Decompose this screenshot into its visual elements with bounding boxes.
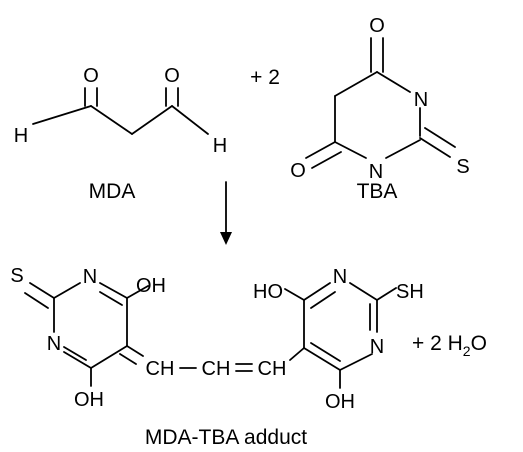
tba-sulfur: S	[456, 156, 469, 178]
left-ring-bond-n-top-c4-double	[99, 291, 123, 306]
bridge-ch-1: CH	[146, 358, 175, 380]
mda-oxygen-2: O	[164, 65, 180, 87]
left-ring-bond-c2-s	[29, 282, 55, 299]
right-ring-bond-n-right-c6	[339, 353, 373, 371]
left-ring-bond-c6-n-left	[63, 351, 92, 369]
tba-bond-c2-s-double	[424, 127, 456, 148]
water-subscript: 2	[463, 343, 471, 359]
mda-bond-c1-c2	[90, 105, 133, 135]
product-label: MDA-TBA adduct	[145, 426, 307, 449]
right-ring-hydroxyl-bottom: OH	[325, 391, 355, 413]
right-ring-bond-c2-sh	[376, 287, 397, 301]
left-ring-bond-c6-n-left-double	[63, 346, 87, 361]
bridge-ch-2: CH	[202, 358, 231, 380]
left-ring-bond-c4-oh	[126, 285, 149, 299]
tba-label: TBA	[357, 180, 398, 203]
product-right-ring: HO N SH N OH	[253, 266, 424, 413]
tba-oxygen-top: O	[369, 15, 385, 37]
mda-label: MDA	[89, 180, 136, 203]
right-ring-bond-ch-c5	[289, 347, 305, 361]
tba-structure: O N S N O TBA	[290, 15, 469, 203]
reaction-arrow	[220, 181, 232, 245]
tba-nitrogen-right: N	[414, 89, 428, 111]
right-ring-bond-c6-c5-double	[310, 342, 341, 362]
left-ring-nitrogen-left: N	[47, 333, 61, 355]
mda-bond-c3-h2	[171, 105, 209, 135]
product-methine-bridge: CH CH CH	[146, 358, 287, 380]
mda-bond-c2-c3	[131, 105, 173, 135]
right-ring-bond-n-top-c2	[349, 282, 378, 301]
mda-hydrogen-2: H	[213, 135, 227, 157]
right-ring-nitrogen-top: N	[333, 266, 347, 288]
right-ring-bond-c4-ho	[284, 288, 305, 301]
tba-bond-c4-n-right	[376, 71, 411, 93]
tba-bond-c4-c5	[334, 71, 378, 97]
water-suffix: O	[471, 332, 487, 355]
right-ring-bond-c6-c5	[303, 347, 341, 371]
left-ring-bond-c2-s-double	[24, 292, 49, 309]
left-ring-bond-c5-c6	[90, 345, 128, 369]
left-ring-bond-c2-n-top	[53, 282, 81, 299]
mda-bond-h1-c1	[32, 105, 92, 125]
plus-two-coefficient: + 2	[250, 66, 280, 89]
water-byproduct: + 2 H2O	[412, 332, 487, 359]
left-ring-bond-n-top-c4	[99, 282, 128, 299]
right-ring-nitrogen-right: N	[370, 336, 384, 358]
left-ring-exocyclic-bond-double	[119, 353, 137, 365]
tba-bond-c2-n-bottom	[385, 139, 421, 159]
left-ring-nitrogen-top: N	[83, 266, 97, 288]
mda-structure: O O H H MDA	[14, 65, 227, 203]
right-ring-bond-c4-n-top-double	[310, 291, 336, 309]
left-ring-sulfur: S	[10, 265, 23, 287]
right-ring-thiol: SH	[396, 281, 424, 303]
tba-bond-c6-o-left	[305, 141, 336, 159]
left-ring-hydroxyl-top: OH	[136, 275, 166, 297]
left-ring-exocyclic-bond	[126, 345, 144, 357]
right-ring-bond-c4-n-top	[303, 282, 331, 301]
tba-bond-c2-s	[419, 137, 451, 158]
tba-bond-c6-o-left-double	[311, 151, 342, 169]
left-ring-hydroxyl-bottom: OH	[74, 389, 104, 411]
arrow-head	[220, 232, 232, 245]
mda-hydrogen-1: H	[14, 125, 28, 147]
bridge-ch-3: CH	[258, 358, 287, 380]
tba-oxygen-left: O	[290, 160, 306, 182]
water-prefix: + 2 H	[412, 332, 463, 355]
right-ring-hydroxyl-top: HO	[253, 281, 283, 303]
tba-bond-n-bottom-c6	[334, 141, 367, 159]
tba-nitrogen-bottom: N	[369, 161, 383, 183]
mda-oxygen-1: O	[83, 65, 99, 87]
product-left-ring: S N OH N OH	[10, 265, 166, 411]
